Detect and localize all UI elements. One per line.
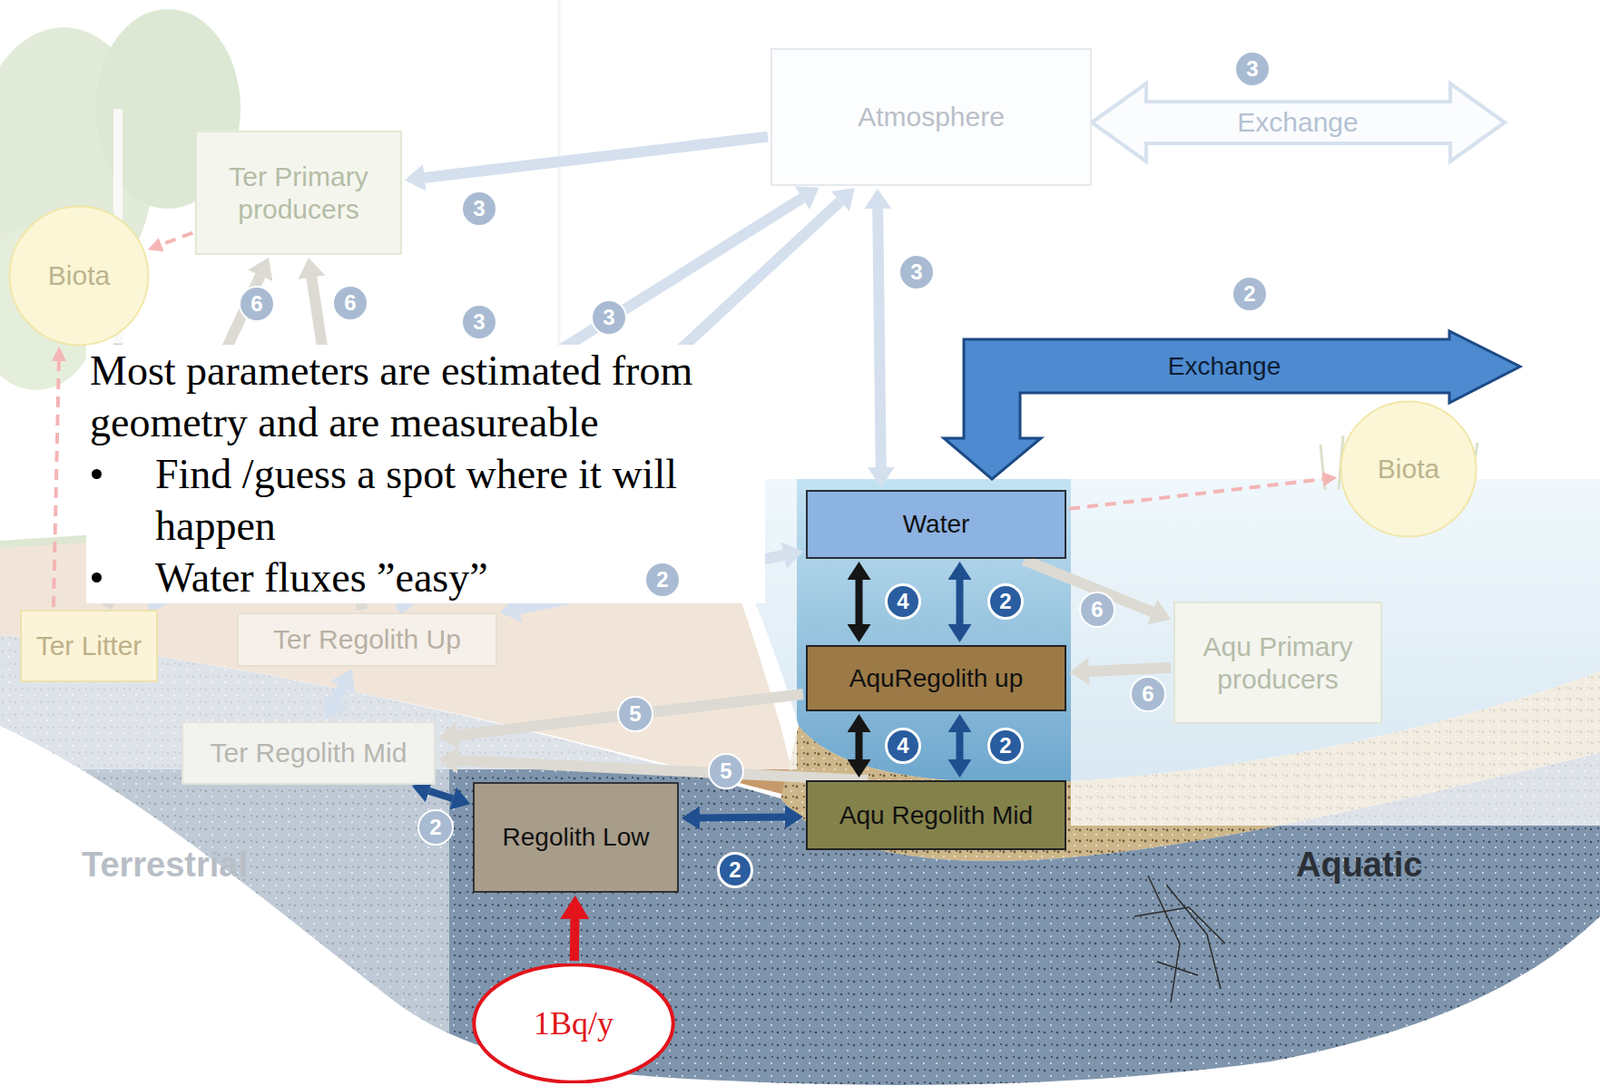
callout-text: 3 [472,309,485,335]
compartment-box: Ter Primary producers [195,130,403,256]
flow-arrow [335,687,344,702]
flow-arrow [956,732,964,760]
flow-arrow [569,919,580,962]
callout-text: 4 [896,588,909,615]
flow-arrow [877,208,882,468]
callout-number: 6 [238,285,275,323]
compartment-box: AquRegolith up [805,645,1067,712]
biota-circle: Biota [1339,400,1478,539]
compartment-box: Aqu Regolith Mid [805,780,1067,851]
callout-number: 6 [1129,676,1167,713]
callout-text: 2 [429,814,442,841]
node-label: Regolith Low [502,822,650,853]
callout-text: 3 [910,259,923,285]
ellipse-shape [9,206,149,346]
callout-text: 3 [602,304,615,331]
node-label: AquRegolith up [849,663,1023,694]
callout-number: 2 [1231,275,1268,313]
node-label: Ter Litter [36,629,143,662]
callout-number: 6 [332,284,369,322]
flow-arrow [855,732,864,760]
callout-number: 5 [707,753,745,790]
flow-arrow [458,694,804,736]
callout-number: 5 [617,696,654,733]
callout-text: 6 [250,291,263,317]
compartment-box: Ter Regolith Mid [181,721,436,786]
note-text: Most parameters are estimated from geome… [89,344,762,449]
callout-text: 2 [999,733,1012,759]
node-label: Aqu Regolith Mid [839,800,1033,831]
flow-arrow [699,816,786,818]
biota-circle: Biota [8,205,150,347]
compartment-box: Water [805,490,1067,560]
callout-number: 6 [1079,591,1116,629]
flow-arrow [855,579,864,625]
arrow-label: Exchange [1168,352,1282,382]
callout-number: 2 [644,561,681,599]
callout-text: 2 [1243,281,1256,307]
callout-text: 5 [719,758,732,785]
flow-arrow [1089,667,1171,672]
node-label: Ter Primary producers [196,160,401,226]
flow-arrow [1069,479,1324,510]
callout-text: 2 [728,857,741,884]
callout-number: 2 [987,727,1024,765]
callout-number: 3 [1234,50,1271,88]
callout-text: 3 [472,196,485,222]
node-label: Aqu Primary producers [1175,630,1381,696]
compartment-box: Ter Regolith Up [236,612,498,668]
callout-number: 3 [898,254,935,291]
flow-arrow [424,137,768,178]
region-label: Aquatic [1295,845,1423,885]
compartment-box: Regolith Low [472,782,679,894]
compartment-box: Aqu Primary producers [1173,601,1383,725]
callout-number: 2 [987,583,1024,620]
callout-number: 2 [417,809,454,846]
exchange-arrow-faded [1091,83,1505,162]
flow-arrow [956,579,964,625]
bullet-item: Find /guess a spot where it will happen [155,448,762,552]
node-label: Water [903,509,971,540]
node-label: Atmosphere [857,100,1005,133]
callout-number: 3 [461,304,498,341]
callout-text: 2 [999,588,1012,615]
flow-arrow [161,233,194,246]
flow-arrow [458,760,868,781]
callout-number: 4 [884,727,922,765]
compartment-box: Atmosphere [770,48,1092,187]
callout-number: 3 [590,299,628,336]
node-label: Ter Regolith Up [273,623,462,656]
ellipse-shape [473,964,674,1082]
callout-text: 5 [628,701,641,727]
arrow-label: Exchange [1236,107,1358,138]
callout-text: 6 [1090,597,1103,623]
callout-text: 4 [896,733,909,759]
region-label: Terrestrial [81,845,248,885]
callout-number: 2 [716,852,754,889]
callout-text: 6 [1141,681,1154,707]
source-ellipse: 1Bq/y [471,963,676,1084]
callout-text: 3 [1246,56,1258,82]
node-label: Biota [48,259,110,292]
flow-arrow [429,791,453,799]
ellipse-shape [1341,402,1477,538]
node-label: 1Bq/y [533,1004,614,1043]
node-label: Biota [1377,452,1440,485]
callout-text: 6 [343,290,356,316]
node-label: Ter Regolith Mid [210,736,408,769]
callout-text: 2 [656,567,668,593]
compartment-box: Ter Litter [19,609,158,683]
fractures [1134,875,1226,1003]
flow-arrow [53,361,59,608]
callout-number: 3 [461,190,498,227]
callout-number: 4 [884,583,922,620]
